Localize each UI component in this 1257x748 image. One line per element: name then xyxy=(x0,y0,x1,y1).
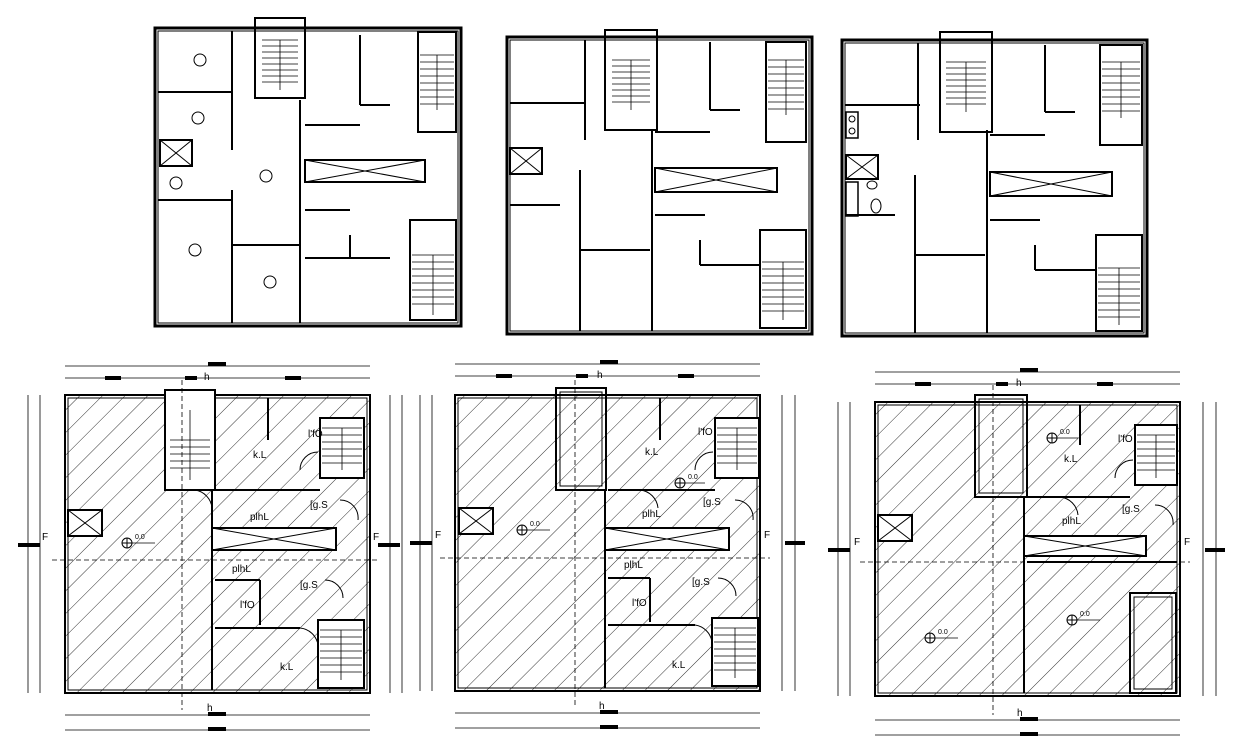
floor-plan-top-left xyxy=(153,17,463,328)
section-mark-left: F xyxy=(42,532,48,543)
room-label-plinth: plhL xyxy=(624,560,643,571)
section-mark-left: F xyxy=(435,530,441,541)
stair-flight xyxy=(262,39,298,90)
room-label-plinth: plhL xyxy=(250,512,269,523)
axis-mark-top: h xyxy=(597,370,603,381)
axis-mark-top: h xyxy=(204,372,210,383)
axis-mark-bottom: h xyxy=(599,701,605,712)
floor-plan-top-middle xyxy=(505,29,814,336)
room-label-kitchen: k.L xyxy=(672,660,686,671)
room-label-kitchen: k.L xyxy=(280,662,294,673)
room-label-garage: [g.S xyxy=(310,500,328,511)
level-marker-label: 0.0 xyxy=(938,629,948,636)
room-label-garage: [g.S xyxy=(703,497,721,508)
room-label-plinth: plhL xyxy=(1062,516,1081,527)
room-label-bedroom: l'fO xyxy=(698,427,713,438)
floor-plan-top-right xyxy=(840,31,1149,338)
section-mark-left: F xyxy=(854,537,860,548)
room-label-garage: [g.S xyxy=(692,577,710,588)
room-label-bedroom: l'fO xyxy=(240,600,255,611)
room-label-kitchen: k.L xyxy=(253,450,267,461)
axis-mark-bottom: h xyxy=(1017,708,1023,719)
level-marker-label: 0.0 xyxy=(688,474,698,481)
roof-plan-bottom-left: 0.0 F F h h k.L l'fO [g.S plhL plhL [g.S… xyxy=(18,362,403,731)
level-marker-label: 0.0 xyxy=(1060,429,1070,436)
room-label-kitchen: k.L xyxy=(645,447,659,458)
axis-mark-bottom: h xyxy=(207,703,213,714)
roof-plan-bottom-middle: 0.0 0.0 F F h h k.L l'fO [g.S plhL plhL … xyxy=(410,360,805,729)
room-label-garage: [g.S xyxy=(1122,504,1140,515)
section-mark-right: F xyxy=(764,530,770,541)
room-label-plinth: plhL xyxy=(642,509,661,520)
room-label-bedroom: l'fO xyxy=(1118,434,1133,445)
room-label-garage: [g.S xyxy=(300,580,318,591)
level-marker-label: 0.0 xyxy=(135,534,145,541)
roof-plan-bottom-right: 0.0 0.0 0.0 F F h h k.L l'fO [g.S plhL xyxy=(828,368,1225,736)
room-label-bedroom: l'fO xyxy=(632,598,647,609)
section-mark-right: F xyxy=(373,532,379,543)
section-mark-right: F xyxy=(1184,537,1190,548)
room-label-plinth: plhL xyxy=(232,564,251,575)
room-label-kitchen: k.L xyxy=(1064,454,1078,465)
level-marker-label: 0.0 xyxy=(1080,611,1090,618)
room-label-bedroom: l'fO xyxy=(308,429,323,440)
level-marker-label: 0.0 xyxy=(530,521,540,528)
axis-mark-top: h xyxy=(1016,378,1022,389)
